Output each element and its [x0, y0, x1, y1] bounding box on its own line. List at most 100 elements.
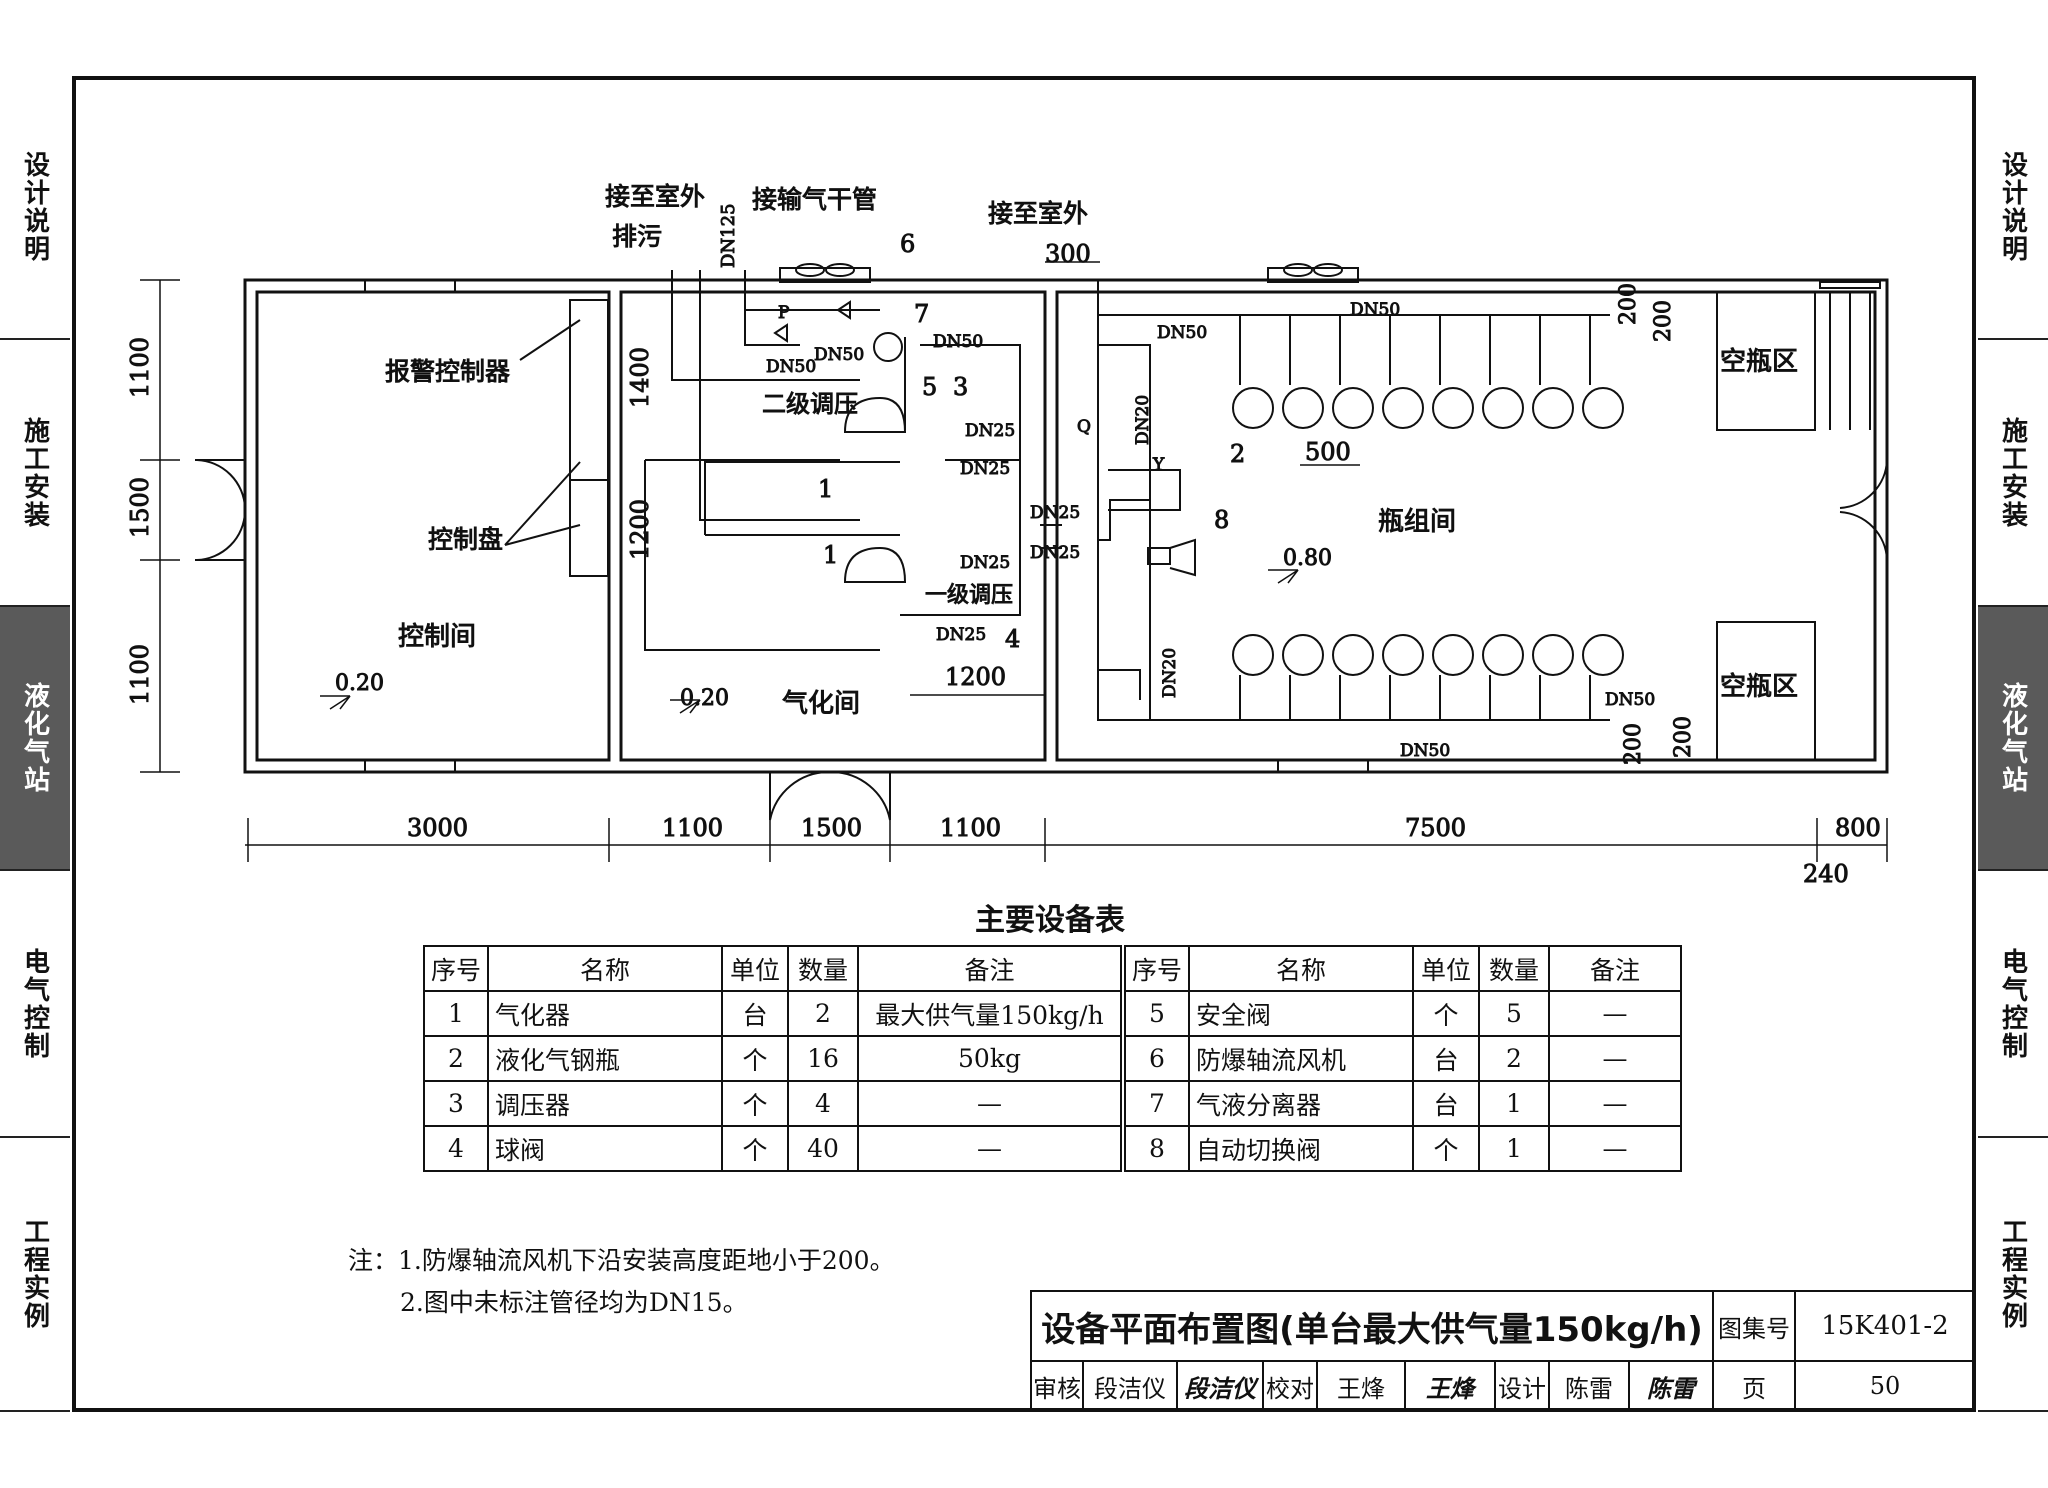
dim-1400: 1400: [626, 347, 654, 408]
side-tab-example[interactable]: 工程实例: [0, 1138, 70, 1412]
label-p: P: [778, 303, 789, 323]
note-2: 2.图中未标注管径均为DN15。: [400, 1288, 748, 1317]
side-nav-right: 设计说明 施工安装 液化气站 电气控制 工程实例: [1978, 76, 2048, 1412]
dimension-lines: [140, 261, 1888, 862]
label-dn25-d: DN25: [1030, 543, 1080, 563]
label-dn50-d: DN50: [1350, 300, 1400, 320]
side-tab-example-r[interactable]: 工程实例: [1978, 1138, 2048, 1412]
fan-icon: [779, 263, 1359, 283]
label-dn25-e: DN25: [960, 553, 1010, 573]
side-tab-design-r[interactable]: 设计说明: [1978, 76, 2048, 340]
dim-300: 300: [1045, 240, 1091, 268]
label-to-outdoor-1: 接至室外: [605, 182, 705, 211]
level-control: 0.20: [335, 671, 384, 696]
callout-5: 5: [922, 373, 937, 401]
room-label-control: 控制间: [398, 622, 476, 652]
dim-200-d: 200: [1671, 716, 1696, 758]
reviewer-signature: 段洁仪: [1176, 1360, 1264, 1412]
page-label: 页: [1712, 1360, 1796, 1412]
dim-1200-v: 1200: [626, 499, 654, 560]
callout-3: 3: [953, 373, 968, 401]
side-tab-electric[interactable]: 电气控制: [0, 871, 70, 1138]
dim-200-a: 200: [1616, 283, 1641, 325]
side-tab-install[interactable]: 施工安装: [0, 340, 70, 607]
checker-name: 王烽: [1316, 1360, 1406, 1412]
label-dn50-g: DN50: [1400, 741, 1450, 761]
callout-1b: 1: [823, 541, 838, 569]
label-dn25-a: DN25: [965, 421, 1015, 441]
dim-1100-b: 1100: [940, 814, 1001, 842]
dim-3000: 3000: [407, 814, 468, 842]
side-tab-design[interactable]: 设计说明: [0, 76, 70, 340]
col-qty: 数量: [787, 945, 859, 992]
label-regulator-1: 一级调压: [925, 583, 1013, 608]
dim-1200-h: 1200: [945, 663, 1006, 691]
cylinders-bottom: [1232, 634, 1624, 720]
label-to-outdoor-2: 接至室外: [988, 199, 1088, 228]
label-sewage: 排污: [612, 222, 662, 251]
dim-200-c: 200: [1621, 723, 1646, 765]
dim-left-1100-a: 1100: [126, 337, 154, 398]
dim-left-1500: 1500: [126, 477, 154, 538]
design-label: 设计: [1494, 1360, 1550, 1412]
label-control-panel: 控制盘: [428, 525, 503, 554]
label-dn50-b: DN50: [814, 345, 864, 365]
dim-800: 800: [1835, 814, 1881, 842]
side-tab-install-r[interactable]: 施工安装: [1978, 340, 2048, 607]
label-dn25-c: DN25: [1030, 503, 1080, 523]
label-dn50-a: DN50: [766, 357, 816, 377]
atlas-label: 图集号: [1712, 1290, 1796, 1362]
label-dn25-b: DN25: [960, 459, 1010, 479]
drawing-frame: [72, 76, 1976, 1412]
label-dn25-f: DN25: [936, 625, 986, 645]
dim-left-1100-b: 1100: [126, 644, 154, 705]
review-label: 审核: [1030, 1360, 1084, 1412]
room-label-cylinder: 瓶组间: [1378, 507, 1456, 537]
dim-1100-a: 1100: [662, 814, 723, 842]
side-tab-lpg[interactable]: 液化气站: [0, 607, 70, 871]
label-dn50-c: DN50: [933, 332, 983, 352]
label-q: Q: [1077, 417, 1091, 437]
floor-plan: 控制间 气化间 瓶组间 空瓶区 空瓶区 0.20 0.20 0.80 接至室外 …: [126, 182, 1889, 889]
checker-signature: 王烽: [1404, 1360, 1496, 1412]
cylinders-top: [1232, 315, 1624, 429]
dim-500: 500: [1305, 438, 1351, 466]
callout-1a: 1: [818, 475, 833, 503]
dim-200-b: 200: [1651, 300, 1676, 342]
callout-8: 8: [1214, 506, 1229, 534]
table-header: 序号 名称 单位 数量 备注: [423, 945, 1122, 992]
note-1: 注：1.防爆轴流风机下沿安装高度距地小于200。: [348, 1246, 895, 1275]
label-dn20-b: DN20: [1160, 648, 1180, 698]
room-label-empty-bottom: 空瓶区: [1720, 672, 1798, 702]
title-block: 设备平面布置图(单台最大供气量150kg/h) 图集号 15K401-2 审核 …: [1030, 1290, 1976, 1412]
side-tab-electric-r[interactable]: 电气控制: [1978, 871, 2048, 1138]
page-number: 50: [1794, 1360, 1976, 1412]
callout-4: 4: [1005, 625, 1020, 653]
notes: 注：1.防爆轴流风机下沿安装高度距地小于200。 2.图中未标注管径均为DN15…: [348, 1240, 895, 1324]
callout-6: 6: [900, 230, 915, 258]
col-note: 备注: [857, 945, 1122, 992]
drawing-title: 设备平面布置图(单台最大供气量150kg/h): [1030, 1290, 1714, 1362]
control-cabinets: [504, 299, 609, 577]
label-dn125: DN125: [718, 203, 739, 268]
dim-7500: 7500: [1405, 814, 1466, 842]
level-cylinder: 0.80: [1283, 546, 1332, 571]
callout-2: 2: [1230, 440, 1245, 468]
side-nav-left: 设计说明 施工安装 液化气站 电气控制 工程实例: [0, 76, 70, 1412]
col-unit: 单位: [721, 945, 789, 992]
reviewer-name: 段洁仪: [1082, 1360, 1178, 1412]
col-name: 名称: [487, 945, 723, 992]
dim-240: 240: [1803, 860, 1849, 888]
side-tab-lpg-r[interactable]: 液化气站: [1978, 607, 2048, 871]
label-dn50-f: DN50: [1605, 690, 1655, 710]
room-label-vaporizer: 气化间: [782, 689, 860, 719]
room-label-empty-top: 空瓶区: [1720, 347, 1798, 377]
